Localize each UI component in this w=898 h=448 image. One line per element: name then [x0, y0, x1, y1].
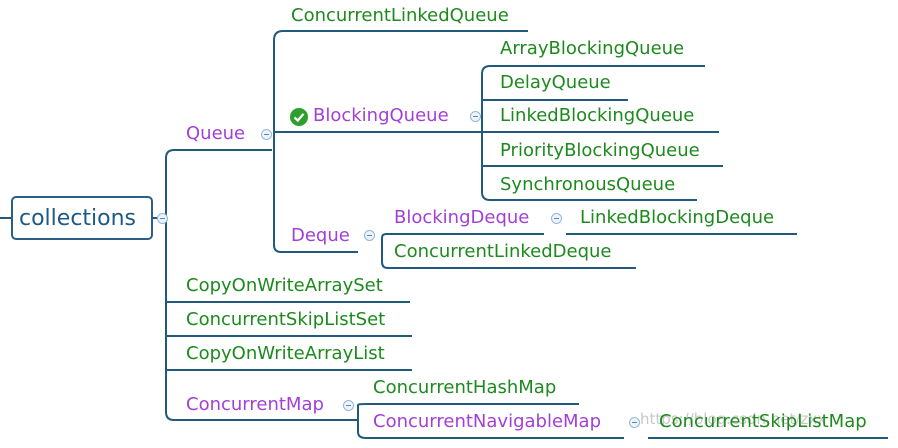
node-linked-blocking-deque[interactable]: LinkedBlockingDeque — [580, 207, 775, 228]
node-priority-blocking-queue[interactable]: PriorityBlockingQueue — [500, 140, 700, 161]
node-concurrent-navigable-map[interactable]: ConcurrentNavigableMap — [373, 411, 602, 432]
collapse-toggle-icon[interactable] — [364, 230, 375, 241]
collapse-toggle-icon[interactable] — [629, 417, 640, 428]
collapse-toggle-icon[interactable] — [157, 213, 168, 224]
node-synchronous-queue[interactable]: SynchronousQueue — [500, 174, 676, 195]
checkmark-icon — [290, 108, 308, 126]
node-blocking-queue[interactable]: BlockingQueue — [313, 105, 449, 126]
collapse-toggle-icon[interactable] — [470, 111, 481, 122]
node-delay-queue[interactable]: DelayQueue — [500, 72, 611, 93]
node-concurrent-skip-list-set[interactable]: ConcurrentSkipListSet — [186, 309, 386, 330]
node-concurrent-linked-queue[interactable]: ConcurrentLinkedQueue — [291, 5, 509, 26]
node-concurrent-linked-deque[interactable]: ConcurrentLinkedDeque — [394, 241, 612, 262]
node-queue[interactable]: Queue — [186, 123, 246, 144]
node-array-blocking-queue[interactable]: ArrayBlockingQueue — [500, 38, 685, 59]
root-label: collections — [19, 206, 137, 231]
node-concurrent-hash-map[interactable]: ConcurrentHashMap — [373, 377, 557, 398]
node-deque[interactable]: Deque — [291, 225, 350, 246]
root-node[interactable] — [11, 196, 153, 240]
collapse-toggle-icon[interactable] — [551, 213, 562, 224]
collapse-toggle-icon[interactable] — [261, 129, 272, 140]
node-copy-on-write-array-list[interactable]: CopyOnWriteArrayList — [186, 343, 385, 364]
node-concurrent-skip-list-map[interactable]: ConcurrentSkipListMap — [659, 411, 867, 432]
node-concurrent-map[interactable]: ConcurrentMap — [186, 394, 324, 415]
watermark: https://blog.csdn.net/zxx — [640, 410, 827, 428]
node-linked-blocking-queue[interactable]: LinkedBlockingQueue — [500, 105, 695, 126]
node-copy-on-write-array-set[interactable]: CopyOnWriteArraySet — [186, 275, 383, 296]
node-blocking-deque[interactable]: BlockingDeque — [394, 207, 530, 228]
collapse-toggle-icon[interactable] — [343, 400, 354, 411]
